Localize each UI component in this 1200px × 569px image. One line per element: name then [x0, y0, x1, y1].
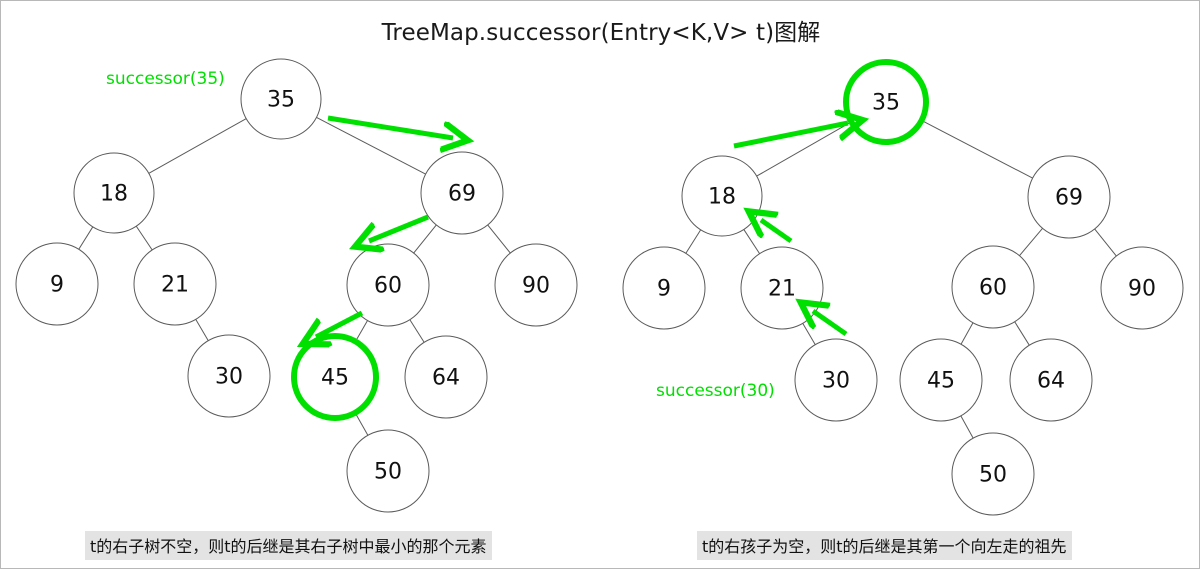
tree-node-50[interactable]: 50	[346, 429, 430, 513]
tree-node-60[interactable]: 60	[346, 243, 430, 327]
arrow-69-to-60	[369, 214, 429, 241]
tree-edge	[412, 223, 438, 255]
right-tree-arrows	[733, 123, 848, 337]
node-outline	[240, 58, 322, 140]
tree-edge	[77, 225, 94, 251]
node-value-label: 35	[267, 88, 295, 113]
tree-node-50[interactable]: 50	[951, 432, 1035, 516]
tree-edge	[315, 116, 427, 176]
tree-edge	[408, 318, 426, 344]
node-value-label: 30	[215, 365, 243, 390]
tree-node-64[interactable]: 64	[404, 335, 488, 419]
node-outline	[15, 242, 99, 326]
left-tree-arrows	[316, 115, 453, 337]
arrow-21-to-18	[761, 220, 793, 244]
node-value-label: 9	[657, 277, 671, 302]
node-value-label: 35	[872, 91, 900, 116]
node-value-label: 21	[768, 277, 796, 302]
tree-edge	[194, 318, 210, 342]
arrow-root-to-right-subtree	[327, 115, 453, 138]
node-outline	[187, 334, 271, 418]
node-value-label: 60	[374, 274, 402, 299]
tree-edge	[742, 228, 761, 255]
node-outline	[951, 245, 1035, 329]
tree-edge	[135, 225, 154, 252]
tree-node-45[interactable]: 45	[899, 338, 983, 422]
tree-node-30[interactable]: 30	[794, 338, 878, 422]
node-value-label: 18	[100, 182, 128, 207]
right-tree-nodes: 35 18 69 9 21 60 90 30 45 64 50	[622, 59, 1184, 516]
node-value-label: 69	[1055, 186, 1083, 211]
node-value-label: 18	[708, 185, 736, 210]
successor-call-label-left: successor(35)	[106, 69, 225, 89]
tree-edge	[354, 319, 369, 343]
tree-node-69[interactable]: 69	[420, 151, 504, 235]
tree-node-90[interactable]: 90	[494, 243, 578, 327]
node-outline	[681, 155, 763, 237]
node-value-label: 9	[50, 273, 64, 298]
tree-edge	[1013, 320, 1031, 347]
tree-node-18[interactable]: 18	[681, 155, 763, 237]
node-value-label: 64	[432, 366, 460, 391]
node-outline	[346, 243, 430, 327]
tree-edge	[354, 411, 369, 437]
node-outline	[346, 429, 430, 513]
tree-node-35-highlighted[interactable]: 35	[843, 59, 929, 145]
node-value-label: 64	[1037, 369, 1065, 394]
node-outline	[404, 335, 488, 419]
tree-node-69[interactable]: 69	[1027, 155, 1111, 239]
node-outline	[494, 243, 578, 327]
node-outline	[1027, 155, 1111, 239]
node-outline	[1009, 338, 1093, 422]
node-value-label: 30	[822, 369, 850, 394]
node-outline	[622, 246, 706, 330]
page-title: TreeMap.successor(Entry<K,V> t)图解	[381, 20, 821, 46]
arrow-60-to-45	[316, 310, 364, 337]
tree-edge	[960, 321, 974, 346]
tree-node-35[interactable]: 35	[240, 58, 322, 140]
tree-edge	[801, 322, 817, 346]
node-value-label: 60	[979, 276, 1007, 301]
node-outline	[73, 152, 155, 234]
tree-node-21[interactable]: 21	[133, 242, 217, 326]
node-outline	[899, 338, 983, 422]
tree-edge	[959, 414, 975, 440]
tree-node-64[interactable]: 64	[1009, 338, 1093, 422]
caption-left: t的右子树不空，则t的后继是其右子树中最小的那个元素	[85, 531, 492, 560]
node-value-label: 45	[321, 366, 349, 391]
successor-call-label-right: successor(30)	[656, 381, 775, 401]
tree-node-60[interactable]: 60	[951, 245, 1035, 329]
node-outline	[1100, 246, 1184, 330]
tree-node-9[interactable]: 9	[622, 246, 706, 330]
tree-node-9[interactable]: 9	[15, 242, 99, 326]
node-value-label: 50	[374, 460, 402, 485]
node-value-label: 90	[522, 274, 550, 299]
arrow-18-to-35	[733, 123, 848, 149]
tree-node-90[interactable]: 90	[1100, 246, 1184, 330]
arrow-30-to-21	[813, 311, 848, 337]
tree-edge	[920, 119, 1034, 180]
node-value-label: 69	[448, 182, 476, 207]
node-outline	[133, 242, 217, 326]
tree-node-18[interactable]: 18	[73, 152, 155, 234]
tree-node-45-highlighted[interactable]: 45	[291, 333, 379, 421]
node-outline	[794, 338, 878, 422]
node-value-label: 50	[979, 463, 1007, 488]
tree-edge	[486, 223, 512, 255]
node-outline	[951, 432, 1035, 516]
tree-edge	[1018, 227, 1044, 257]
node-value-label: 90	[1128, 277, 1156, 302]
left-tree-edges	[77, 116, 512, 437]
node-value-label: 21	[161, 273, 189, 298]
tree-node-21[interactable]: 21	[740, 246, 824, 330]
tree-edge	[147, 117, 248, 175]
tree-edge	[1093, 227, 1118, 258]
node-value-label: 45	[927, 369, 955, 394]
left-tree-nodes: 35 18 69 9 21 60 90 30 45 64 50	[15, 58, 578, 513]
tree-node-30[interactable]: 30	[187, 334, 271, 418]
node-highlight-ring	[291, 333, 379, 421]
tree-edge	[684, 228, 702, 255]
caption-right: t的右孩子为空，则t的后继是其第一个向左走的祖先	[697, 531, 1072, 560]
